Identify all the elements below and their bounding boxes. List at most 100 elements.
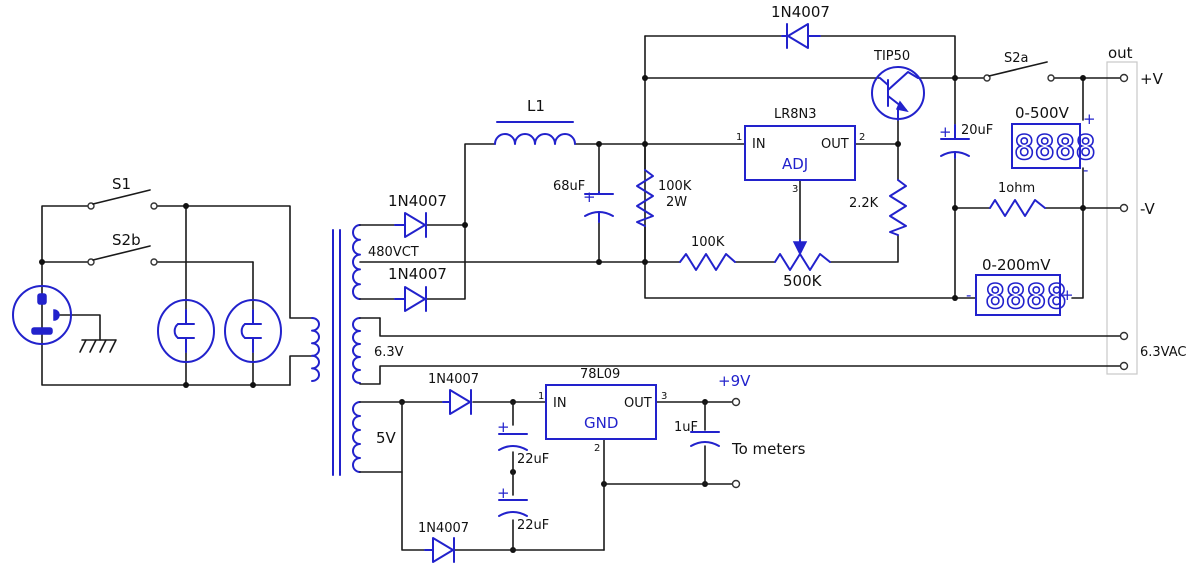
terminal-gnd [731,479,741,489]
switch-s2b [87,245,158,266]
label-meter-current: 0-200mV [982,256,1051,274]
diode-hv-1 [394,212,427,238]
svg-text:OUT: OUT [821,137,849,152]
capacitor-20uf: + [939,123,970,159]
resistor-100k [679,253,736,271]
svg-text:OUT: OUT [624,396,652,411]
label-r-100k-2w-b: 2W [666,195,687,210]
junction-dots [39,75,1086,553]
svg-text:+: + [497,484,510,502]
svg-text:ADJ: ADJ [782,155,808,173]
svg-text:2: 2 [594,443,600,454]
resistor-100k-2w [636,169,654,227]
capacitor-22uf-b: + [497,484,528,517]
transformer-lv-secondary [352,401,361,473]
label-diode-top: 1N4007 [771,3,830,21]
diode-top [781,23,821,49]
transformer-hv-secondary [352,224,361,300]
svg-text:IN: IN [752,137,766,152]
svg-text:1: 1 [736,132,742,143]
diode-lv-1 [442,389,472,415]
transformer: 480VCT 6.3V 5V [311,224,419,476]
capacitor-68uf: + [583,188,614,223]
capacitor-22uf-a: + [497,418,528,451]
resistor-1ohm [989,199,1046,217]
transformer-primary [311,317,320,382]
label-reg-lr8n3: LR8N3 [774,107,817,122]
ground-icon [79,339,117,353]
label-plus-9v: +9V [718,372,751,390]
transformer-fil-secondary [352,317,361,384]
switch-s2a [983,61,1055,82]
label-meter-voltage: 0-500V [1015,104,1070,122]
svg-text:8888: 8888 [1014,128,1096,168]
svg-text:-: - [1083,161,1088,179]
svg-text:+: + [1083,110,1096,128]
terminal-fil-1 [1119,331,1129,341]
meter-current: 8888 - + [966,274,1074,318]
neon-lamp-2-icon [224,299,282,363]
svg-text:IN: IN [553,396,567,411]
terminal-9v [731,397,741,407]
ac-plug-icon [12,285,72,345]
potentiometer-500k [774,239,831,271]
diode-hv-2 [394,286,427,312]
inductor-l1 [494,121,576,145]
neon-lamp-1-icon [157,299,215,363]
terminal-fil-2 [1119,361,1129,371]
label-pot-500k: 500K [783,272,823,290]
svg-text:3: 3 [661,391,667,402]
label-diode-lv-1: 1N4007 [428,372,479,387]
label-out-neg: -V [1140,200,1156,218]
label-diode-hv-2: 1N4007 [388,265,447,283]
label-out: out [1108,44,1133,62]
svg-text:+: + [583,188,596,206]
switch-s1 [87,189,158,210]
svg-text:-: - [966,286,971,304]
label-fil-winding: 6.3V [374,345,404,360]
label-c-22uf-a: 22uF [517,452,549,467]
svg-text:+: + [939,123,952,141]
label-q-tip50: TIP50 [873,49,910,64]
svg-text:3: 3 [792,184,798,195]
regulator-lr8n3: IN OUT ADJ 1 2 3 [736,125,865,195]
lv-wiring [359,401,733,551]
label-out-pos: +V [1140,70,1164,88]
terminal-pos [1119,73,1129,83]
label-l1: L1 [527,97,545,115]
regulator-78l09: IN OUT GND 1 3 2 [538,384,667,454]
resistor-2k2 [889,179,907,236]
terminal-neg [1119,203,1129,213]
ac-input-section: S1 S2b [12,175,313,386]
label-r-1ohm: 1ohm [998,181,1035,196]
transistor-tip50 [871,66,925,121]
label-lv-winding: 5V [376,429,397,447]
label-s2a: S2a [1004,51,1029,66]
svg-text:8888: 8888 [985,277,1067,317]
svg-text:GND: GND [584,414,618,432]
diode-lv-2 [424,537,455,563]
label-r-100k: 100K [691,235,725,250]
hv-wiring [359,35,1125,473]
label-r-100k-2w-a: 100K [658,179,692,194]
meter-voltage: 8888 + - [1011,110,1097,179]
label-reg-78l09: 78L09 [580,367,620,382]
label-out-fil: 6.3VAC [1140,345,1186,360]
label-c-22uf-b: 22uF [517,518,549,533]
label-c-20uf: 20uF [961,123,993,138]
label-to-meters: To meters [731,440,806,458]
svg-text:+: + [1061,286,1074,304]
capacitor-1uf [690,431,720,447]
output-terminals [1119,73,1129,371]
label-s1: S1 [112,175,131,193]
label-hv-winding: 480VCT [368,245,419,260]
svg-text:1: 1 [538,391,544,402]
label-r-2k2: 2.2K [849,196,879,211]
svg-text:+: + [497,418,510,436]
label-diode-hv-1: 1N4007 [388,192,447,210]
svg-text:2: 2 [859,132,865,143]
label-c-68uf: 68uF [553,179,585,194]
label-diode-lv-2: 1N4007 [418,521,469,536]
